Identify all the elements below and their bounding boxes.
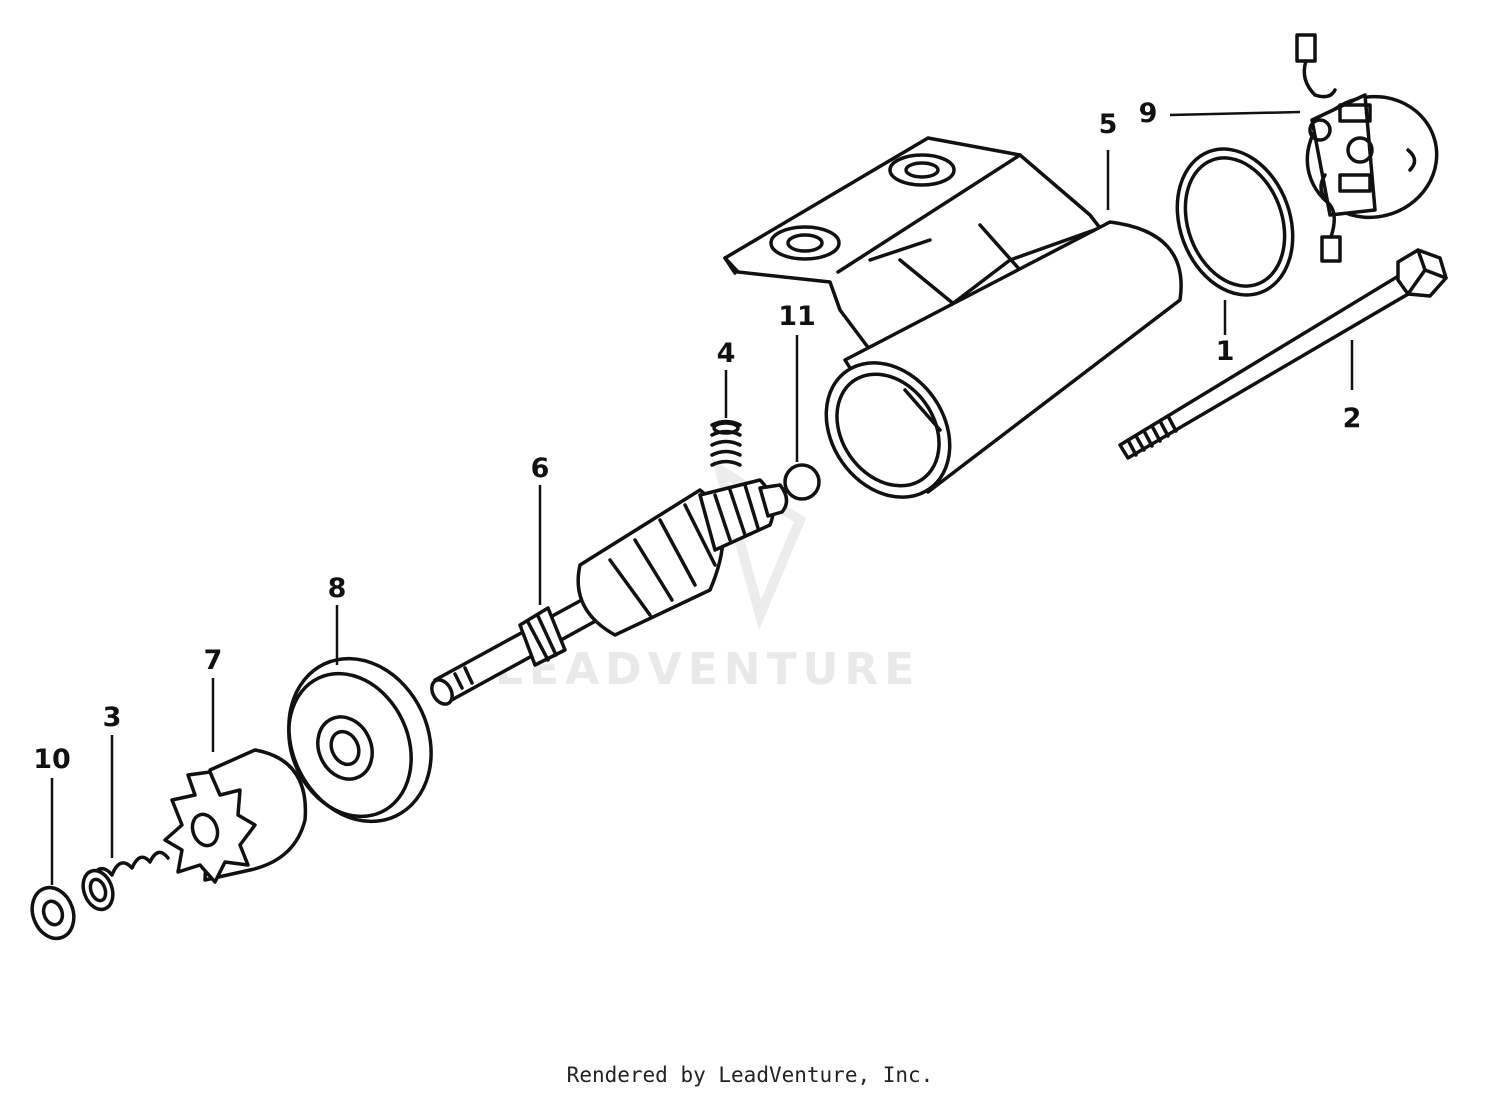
brush-spring bbox=[710, 419, 742, 467]
callout-5: 5 bbox=[1099, 109, 1118, 140]
housing-with-bracket bbox=[723, 136, 1183, 499]
gasket-ring bbox=[1175, 147, 1295, 297]
pinion-spring bbox=[81, 850, 170, 912]
leader-lines bbox=[50, 110, 1354, 885]
through-bolt bbox=[1118, 248, 1448, 460]
callout-10: 10 bbox=[33, 744, 71, 775]
callout-9: 9 bbox=[1139, 98, 1158, 129]
washer bbox=[30, 885, 76, 941]
thrust-cap bbox=[783, 463, 821, 501]
callout-11: 11 bbox=[778, 301, 816, 332]
watermark-text: LEADVENTURE bbox=[495, 644, 920, 695]
callout-3: 3 bbox=[103, 702, 122, 733]
armature bbox=[430, 478, 789, 706]
callout-7: 7 bbox=[204, 645, 223, 676]
end-cap-brush-assembly bbox=[1295, 33, 1439, 263]
callout-6: 6 bbox=[531, 453, 550, 484]
drive-end-plate bbox=[287, 656, 433, 824]
render-credit: Rendered by LeadVenture, Inc. bbox=[566, 1063, 934, 1087]
callout-labels: 5 9 1 2 11 4 6 8 7 3 10 bbox=[33, 98, 1361, 775]
callout-1: 1 bbox=[1216, 336, 1235, 367]
pinion-gear bbox=[163, 748, 308, 884]
callout-8: 8 bbox=[328, 573, 347, 604]
callout-4: 4 bbox=[717, 338, 736, 369]
callout-2: 2 bbox=[1343, 403, 1362, 434]
watermark: LEADVENTURE bbox=[495, 458, 920, 695]
